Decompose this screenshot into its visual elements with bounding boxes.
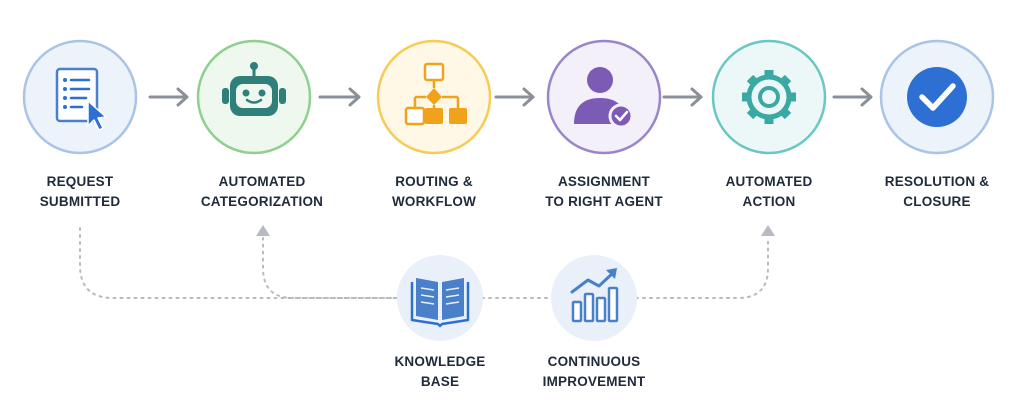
flow-arrow-4 xyxy=(662,87,703,107)
step-circle-assignment xyxy=(546,39,662,155)
step-label-line1: ASSIGNMENT xyxy=(557,174,650,189)
feedback-connectors xyxy=(79,227,769,299)
dotted-connector-knowledge-to-categorization xyxy=(262,237,399,299)
support-label-knowledge: KNOWLEDGE BASE xyxy=(355,352,525,392)
step-label-assignment: ASSIGNMENT TO RIGHT AGENT xyxy=(519,172,689,212)
flowchart-icon xyxy=(404,62,467,126)
step-label-resolution: RESOLUTION & CLOSURE xyxy=(852,172,1022,212)
support-circle-knowledge xyxy=(397,255,483,341)
step-label-line1: AUTOMATED xyxy=(725,174,813,189)
checkmark-icon xyxy=(907,67,967,127)
flow-arrow-2 xyxy=(318,87,361,107)
step-label-request: REQUEST SUBMITTED xyxy=(0,172,165,212)
step-label-action: AUTOMATED ACTION xyxy=(684,172,854,212)
step-label-line2: ACTION xyxy=(742,194,796,209)
step-label-line2: CATEGORIZATION xyxy=(200,194,324,209)
support-label-improvement: CONTINUOUS IMPROVEMENT xyxy=(509,352,679,392)
document-cursor-icon xyxy=(55,67,107,131)
support-label-line2: IMPROVEMENT xyxy=(542,374,646,389)
step-label-line1: AUTOMATED xyxy=(218,174,306,189)
flow-arrow-5 xyxy=(832,87,873,107)
dotted-connector-request-to-knowledge xyxy=(79,227,399,299)
agent-check-icon xyxy=(574,67,634,129)
arrowhead-action xyxy=(761,225,775,236)
robot-icon xyxy=(222,62,286,116)
step-label-line1: ROUTING & xyxy=(395,174,473,189)
step-label-line2: TO RIGHT AGENT xyxy=(545,194,663,209)
step-label-line1: RESOLUTION & xyxy=(884,174,990,189)
support-label-line2: BASE xyxy=(420,374,460,389)
step-label-line2: SUBMITTED xyxy=(39,194,121,209)
flow-arrow-1 xyxy=(148,87,189,107)
step-label-line2: WORKFLOW xyxy=(391,194,477,209)
open-book-icon xyxy=(410,278,470,328)
growth-chart-icon xyxy=(570,268,619,323)
support-label-line1: KNOWLEDGE xyxy=(394,354,486,369)
flow-arrow-3 xyxy=(494,87,535,107)
gear-icon xyxy=(742,70,796,124)
step-label-line2: CLOSURE xyxy=(903,194,971,209)
dotted-connector-improvement-to-action xyxy=(635,237,769,299)
arrowhead-categorization xyxy=(256,225,270,236)
feedback-arrowheads xyxy=(256,225,775,236)
step-label-line1: REQUEST xyxy=(46,174,114,189)
flow-arrows xyxy=(148,87,873,107)
support-label-line1: CONTINUOUS xyxy=(547,354,641,369)
step-label-routing: ROUTING & WORKFLOW xyxy=(349,172,519,212)
step-label-categorization: AUTOMATED CATEGORIZATION xyxy=(177,172,347,212)
